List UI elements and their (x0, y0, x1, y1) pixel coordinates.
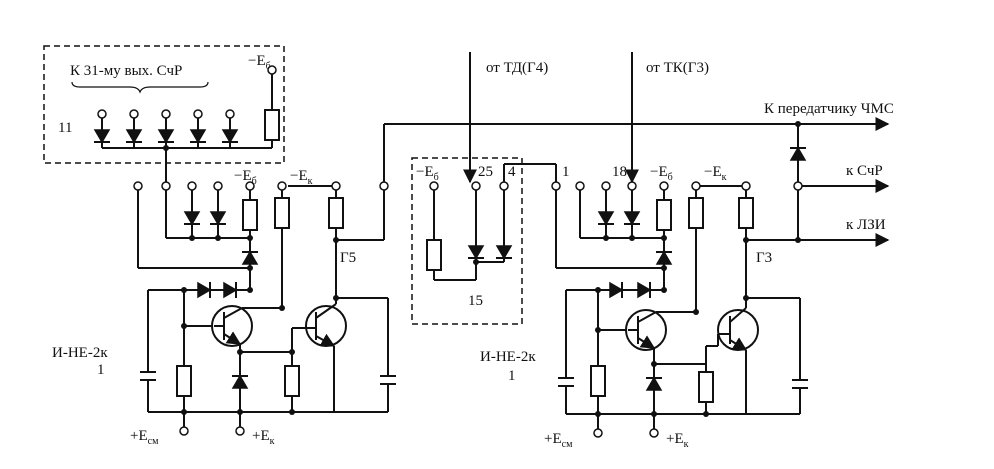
minus-eb-label: −Eб (248, 53, 271, 72)
plus-ek-right: +Eк (666, 431, 689, 450)
transistor-t4 (717, 307, 759, 351)
from-tk-label: от ТК(Г3) (646, 60, 709, 76)
resistor (590, 365, 606, 397)
ek-terminal (235, 426, 245, 436)
block-15: −Eб 25 4 15 (411, 157, 556, 325)
resistor (426, 239, 442, 271)
transistor-t3 (625, 309, 667, 351)
block-11-frame (43, 45, 285, 164)
right-outputs: к СчР к ЛЗИ (789, 121, 890, 247)
pin-1: 1 (562, 164, 570, 180)
terminal (193, 109, 203, 119)
eb-terminal (267, 65, 277, 75)
resistor (698, 371, 714, 403)
g3-label: Г3 (756, 250, 772, 266)
pin-25: 25 (478, 164, 493, 180)
terminal (97, 109, 107, 119)
transistor-t2 (304, 303, 347, 347)
resistor (284, 365, 300, 397)
gate-mid-name: И-НЕ-2к (480, 349, 536, 365)
gate-left-number: 1 (97, 362, 105, 378)
block-11: К 31-му вых. СчР 11 −Eб (43, 45, 285, 164)
plus-esm-left: +Eсм (130, 428, 159, 447)
transistor-t1 (211, 305, 253, 347)
resistor (688, 197, 704, 229)
ek-terminal (649, 428, 659, 438)
pin-18: 18 (612, 164, 627, 180)
gate-mid-number: 1 (508, 368, 516, 384)
to-schr-label: к СчР (846, 163, 883, 179)
gate-mid: 1 18 −Eб −Eк Г3 (480, 164, 808, 450)
from-td-label: от ТД(Г4) (486, 60, 548, 76)
terminal (225, 109, 235, 119)
terminal (161, 109, 171, 119)
minus-eb-mid: −Eб (416, 164, 439, 183)
to-lzi-label: к ЛЗИ (846, 217, 886, 233)
plus-esm-right: +Eсм (544, 431, 573, 450)
minus-ek-left: −Eк (290, 168, 313, 187)
resistor (176, 365, 192, 397)
minus-eb-right: −Eб (650, 164, 673, 183)
block-11-number: 11 (58, 120, 72, 136)
gate-left: −Eб −Eк Г5 (52, 148, 396, 447)
block-15-frame (411, 157, 523, 325)
pin-4: 4 (508, 164, 516, 180)
input-arrows: от ТД(Г4) от ТК(Г3) (463, 52, 709, 184)
minus-eb-left: −Eб (234, 168, 257, 187)
resistor (656, 199, 672, 231)
esm-terminal (179, 426, 189, 436)
to-transmitter-label: К передатчику ЧМС (764, 101, 894, 117)
g5-label: Г5 (340, 250, 356, 266)
resistor (738, 197, 754, 229)
block-11-title: К 31-му вых. СчР (70, 63, 182, 79)
block-11-resistor (264, 109, 280, 141)
resistor (328, 197, 344, 229)
resistor (242, 199, 258, 231)
top-bus: К передатчику ЧМС (379, 101, 894, 240)
terminal (129, 109, 139, 119)
minus-ek-right: −Eк (704, 164, 727, 183)
block-15-number: 15 (468, 293, 483, 309)
gate-left-name: И-НЕ-2к (52, 345, 108, 361)
esm-terminal (593, 428, 603, 438)
block-11-diodes (93, 109, 239, 148)
resistor (274, 197, 290, 229)
plus-ek-left: +Eк (252, 428, 275, 447)
brace (71, 81, 209, 94)
